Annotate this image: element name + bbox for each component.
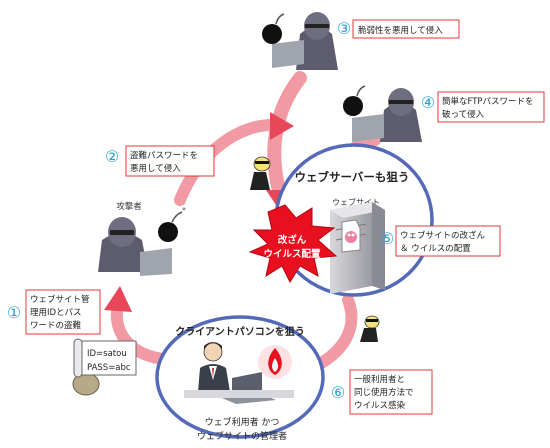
spy-icon [250, 156, 271, 190]
step-2-text-1: 盗難パスワードを [130, 150, 198, 161]
bomb-icon: * [158, 206, 186, 242]
client-caption-line-1: ウェブ利用者 かつ [205, 416, 280, 428]
step-6-box [349, 369, 433, 415]
step-4-box [437, 91, 545, 123]
burst-line-2: ウイルス配置 [263, 248, 321, 260]
spy-icon [360, 315, 380, 342]
attacker-label: 攻撃者 [116, 201, 142, 212]
step-5-text-2: ＆ ウイルスの配置 [400, 244, 471, 254]
scroll-line-1: ID=satou [87, 349, 127, 359]
laptop-icon [140, 248, 172, 276]
step-1-text-2: 理用IDとパス [30, 308, 82, 318]
desk-shape [184, 390, 294, 398]
step-1-number: ① [7, 303, 21, 322]
server-label: ウェブサイト [332, 197, 380, 207]
step-6-number: ⑥ [331, 383, 345, 402]
attacker-hacker-icon [98, 217, 172, 276]
bomb-icon [343, 85, 366, 116]
step-6-text-1: 一般利用者と [354, 374, 405, 385]
burst-line-1: 改ざん [278, 234, 307, 246]
step-3-number: ③ [337, 19, 351, 38]
arrow-attacker-to-server [174, 112, 294, 206]
burst-shape: 改ざん ウイルス配置 [248, 204, 338, 284]
user-icon [198, 342, 230, 392]
step-2-box [125, 145, 215, 177]
virus-file-icon [341, 219, 361, 253]
step-5-number: ⑤ [380, 229, 394, 248]
step-2-number: ② [105, 147, 119, 166]
svg-text:*: * [182, 206, 186, 215]
step-4-text-1: 簡単なFTPパスワードを [442, 96, 534, 107]
scroll-icon: ID=satou PASS=abc [73, 338, 137, 378]
step-6-text-2: 同じ使用方法で [354, 387, 414, 398]
step-5-text-1: ウェブサイトの改ざん [400, 230, 486, 241]
hacker-4-icon [352, 88, 422, 142]
step-1-text-1: ウェブサイト管 [30, 294, 90, 305]
step-2-text-2: 悪用して侵入 [130, 163, 181, 174]
fire-icon [258, 345, 292, 379]
client-title: クライアントパソコンを狙う [175, 325, 305, 338]
step-1-text-3: ワードの盗難 [30, 320, 82, 331]
step-5-box [395, 225, 501, 257]
scroll-line-2: PASS=abc [87, 363, 131, 373]
bomb-icon [262, 13, 285, 44]
step-3-box [352, 19, 460, 39]
step-4-text-2: 破って侵入 [442, 109, 485, 120]
step-6-text-3: ウイルス感染 [354, 400, 406, 411]
step-1-box [25, 289, 101, 335]
hacker-3-icon [272, 12, 338, 70]
step-4-number: ④ [421, 93, 435, 112]
step-3-text-1: 脆弱性を悪用して侵入 [358, 25, 443, 36]
server-title: ウェブサーバーも狙う [295, 170, 410, 184]
client-caption-line-2: ウェブサイトの管理者 [197, 430, 287, 442]
